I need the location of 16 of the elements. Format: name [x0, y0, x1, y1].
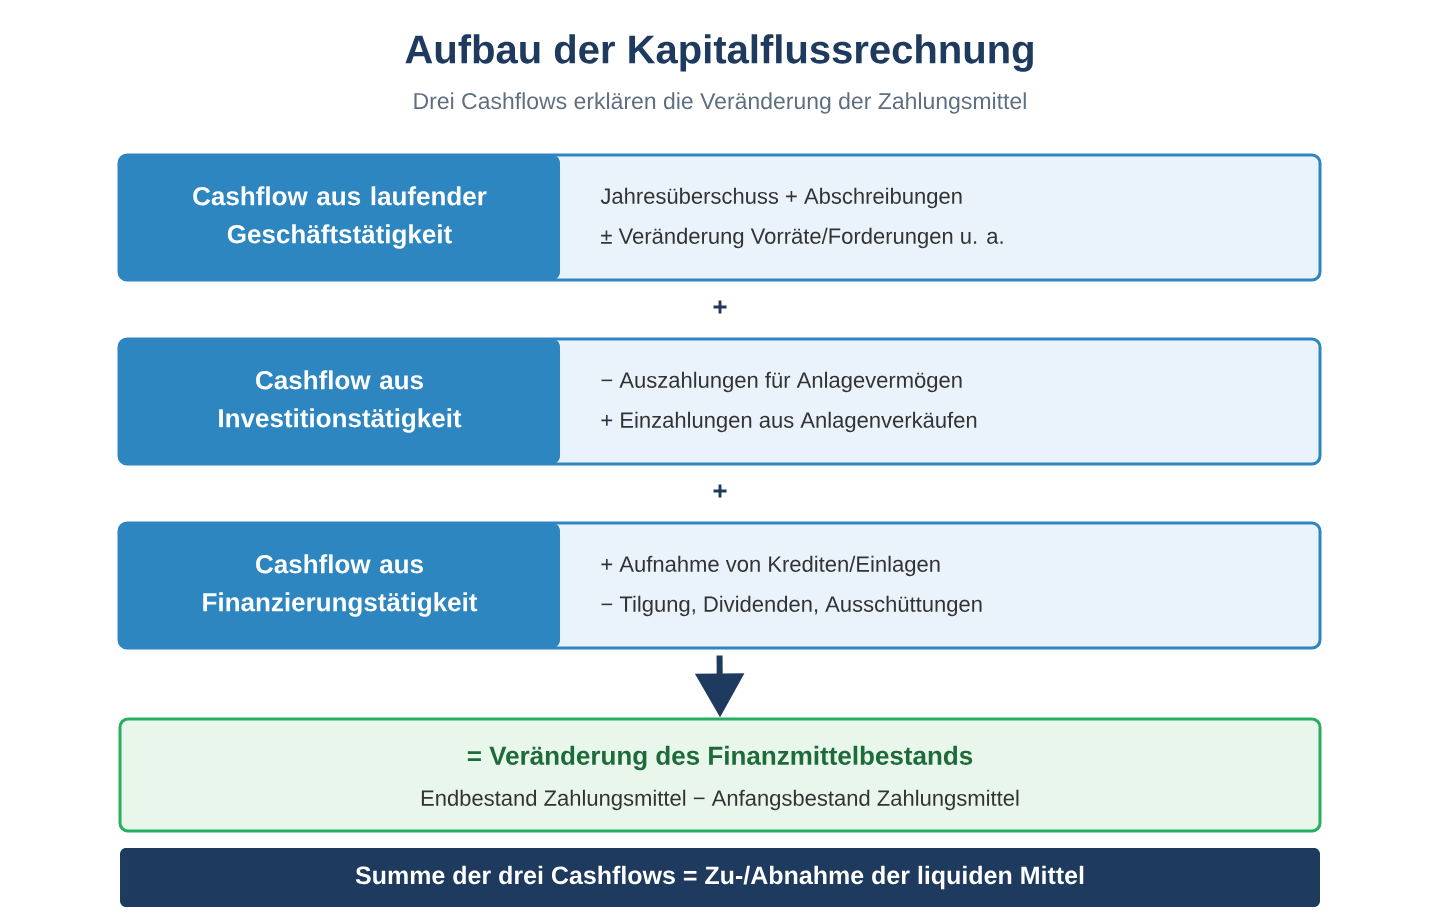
result-text: Endbestand Zahlungsmittel − Anfangsbestand Zahlungsmittel [421, 789, 1019, 811]
item-text: − Auszahlungen für Anlagevermögen [601, 371, 962, 393]
item-text: + Aufnahme von Krediten/Einlagen [601, 555, 940, 577]
plus-sign: + [713, 300, 727, 314]
item-text: ± Veränderung Vorräte/Forderungen u. a. [601, 227, 1003, 249]
item-text: + Einzahlungen aus Anlagenverkäufen [601, 411, 977, 433]
item-text: Jahresüberschuss + Abschreibungen [600, 187, 962, 209]
summary-bar: Summe der drei Cashflows = Zu-/Abnahme der liquiden Mittel [120, 848, 1320, 907]
title: Aufbau der Kapitalflussrechnung [405, 34, 1033, 72]
item-text: − Tilgung, Dividenden, Ausschüttungen [601, 595, 982, 617]
category-box: Cashflow aus laufender Geschäftstätigkeit [119, 155, 560, 280]
result-heading: = Veränderung des Finanzmittelbestands [467, 745, 973, 771]
category-box: Cashflow aus Investitionstätigkeit [119, 339, 560, 464]
plus-sign: + [713, 484, 727, 498]
subtitle: Drei Cashflows erklären die Veränderung der Zahlungsmittel [414, 92, 1026, 114]
category-box: Cashflow aus Finanzierungstätigkeit [119, 523, 560, 648]
